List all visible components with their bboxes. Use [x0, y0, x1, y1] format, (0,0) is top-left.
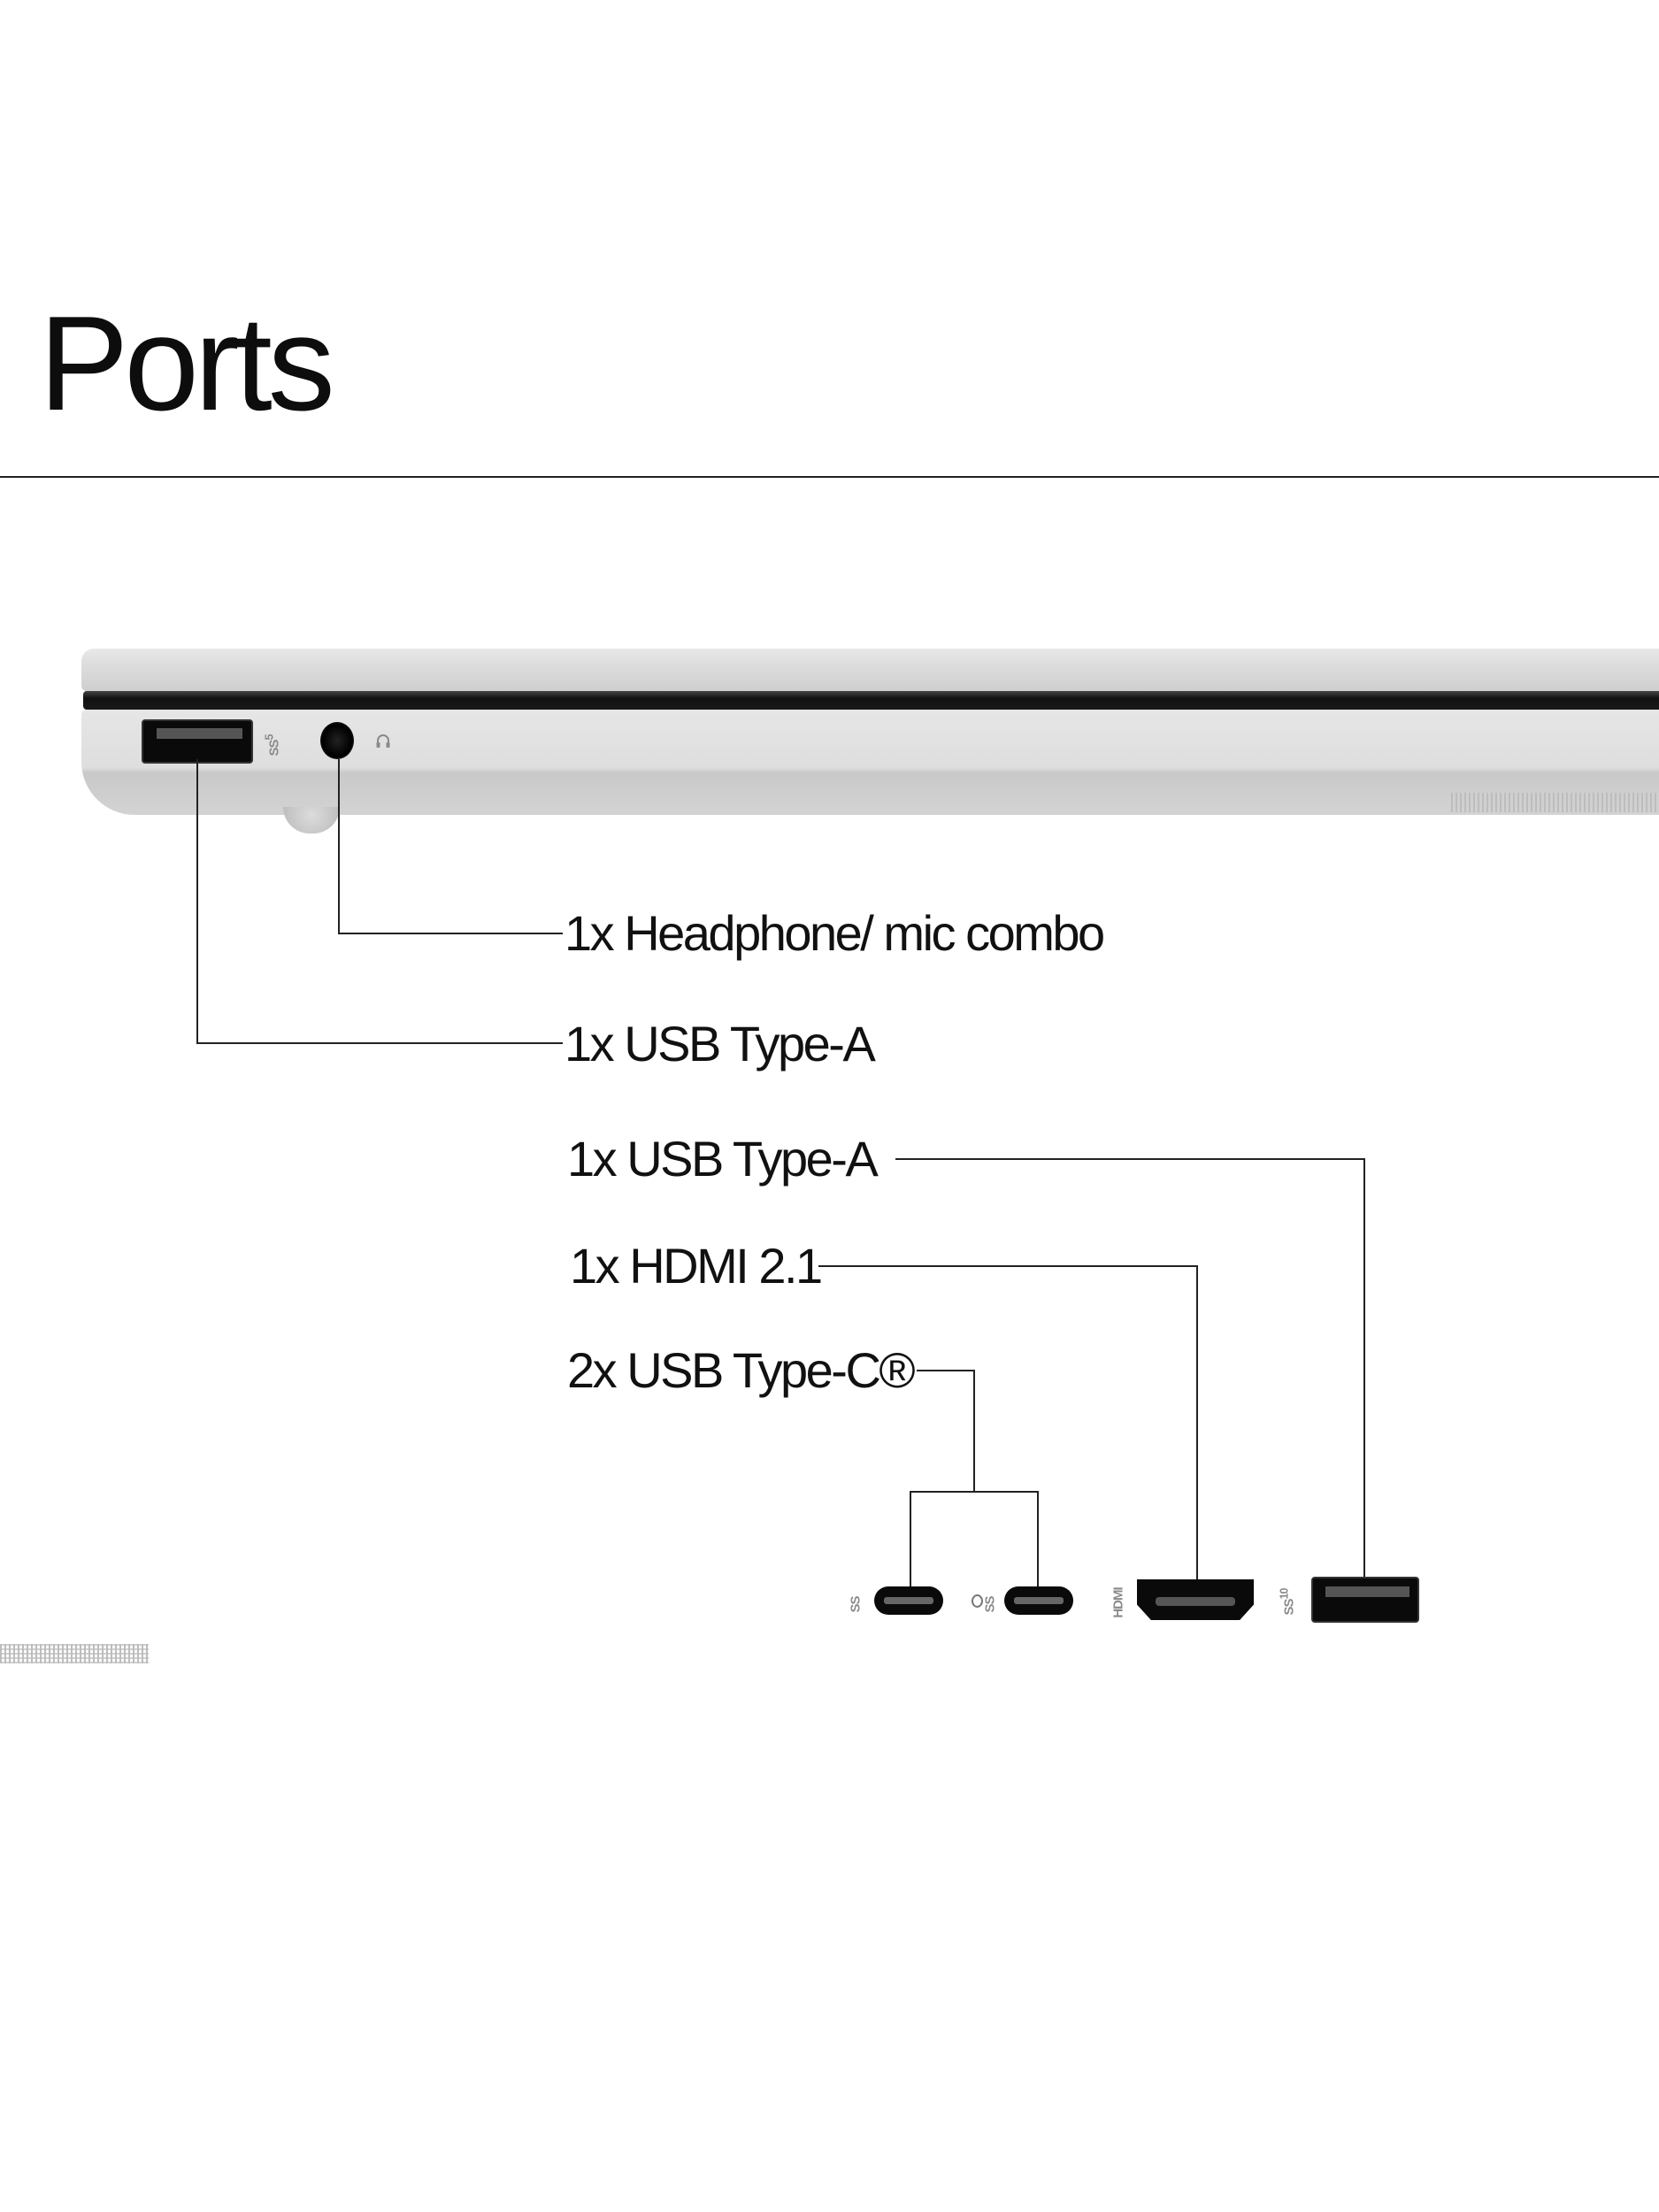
laptop-foot — [1221, 1663, 1276, 1686]
hdmi-marking: HDMI — [1110, 1587, 1126, 1618]
callout-bracket-right — [1037, 1491, 1039, 1595]
usb-c-ss-marking: SS — [982, 1596, 998, 1613]
title-divider — [0, 476, 1659, 478]
ss-text: SS — [1281, 1599, 1297, 1616]
label-usb-c: 2x USB Type-C® — [567, 1342, 916, 1398]
usb-c-ss-marking: SS — [848, 1596, 864, 1613]
callout-line-usb-a-right — [1363, 1158, 1365, 1581]
laptop-hinge-gap — [83, 691, 1659, 710]
hdmi-port — [1137, 1579, 1254, 1620]
callout-bracket-usb-c — [910, 1491, 1039, 1493]
callout-line-usb-c — [973, 1370, 975, 1492]
usb-a-port-right — [1311, 1577, 1419, 1623]
label-headphone-mic-combo: 1x Headphone/ mic combo — [565, 905, 1105, 961]
laptop-lid — [0, 1517, 1474, 1551]
laptop-lid — [81, 649, 1659, 691]
laptop-base — [81, 710, 1659, 815]
callout-line-usb-a-left-h — [196, 1042, 563, 1044]
speaker-grille — [1451, 793, 1659, 812]
status-led — [972, 1594, 983, 1608]
callout-line-audio-h — [338, 933, 563, 934]
callout-line-usb-a-left — [196, 759, 198, 1044]
callout-line-hdmi — [1196, 1265, 1198, 1581]
ss-text: SS — [266, 740, 282, 757]
label-hdmi: 1x HDMI 2.1 — [570, 1238, 823, 1294]
laptop-foot — [283, 807, 340, 833]
callout-line-hdmi-h — [818, 1265, 1198, 1267]
speaker-grille — [0, 1644, 149, 1663]
usb-c-port-2 — [1004, 1586, 1073, 1615]
usb-ss-marking: SS5 — [263, 735, 281, 757]
laptop-hinge-gap — [0, 1551, 1472, 1563]
callout-bracket-left — [910, 1491, 911, 1595]
headphone-icon — [375, 733, 391, 755]
page-title: Ports — [39, 288, 335, 439]
laptop-base — [0, 1563, 1476, 1671]
callout-line-usb-a-right-h — [895, 1158, 1365, 1160]
callout-line-audio — [338, 759, 340, 934]
audio-jack-port — [320, 722, 354, 759]
callout-line-usb-c-h — [917, 1370, 975, 1371]
usb-ss-marking: SS10 — [1278, 1589, 1296, 1616]
usb-speed-text: 10 — [1278, 1588, 1291, 1600]
usb-a-port-left — [142, 719, 253, 764]
usb-speed-text: 5 — [263, 734, 276, 741]
label-usb-a-left: 1x USB Type-A — [565, 1016, 876, 1071]
label-usb-a-right: 1x USB Type-A — [567, 1131, 879, 1187]
laptop-left-side-view: SS5 — [0, 0, 1659, 885]
usb-c-port-1 — [874, 1586, 943, 1615]
